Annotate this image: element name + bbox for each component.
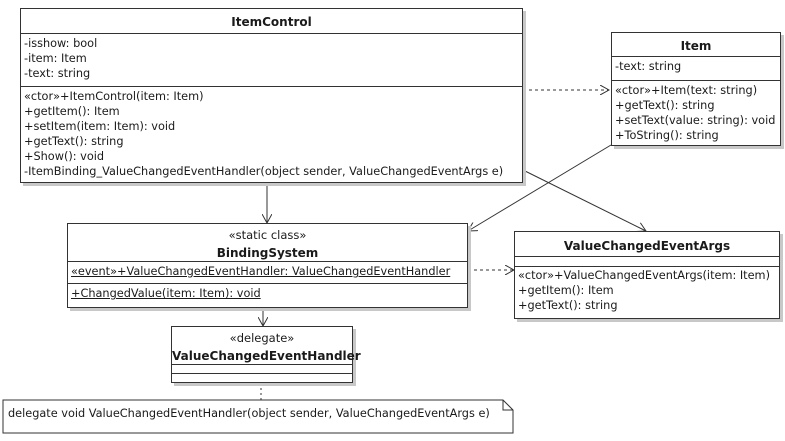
note-outline <box>2 399 514 434</box>
note-fold <box>502 400 513 411</box>
operation: +ToString(): string <box>615 129 719 142</box>
class-itemcontrol: ItemControl -isshow: bool -item: Item -t… <box>20 8 523 183</box>
class-bindingsystem: «static class» BindingSystem «event»+Val… <box>67 223 468 308</box>
operation: +setItem(item: Item): void <box>24 120 176 133</box>
association-itemcontrol-valuechangedeventargs <box>522 169 646 231</box>
attribute: «event»+ValueChangedEventHandler: ValueC… <box>71 265 451 278</box>
attribute: -item: Item <box>24 52 87 65</box>
class-bindingsystem-attributes: «event»+ValueChangedEventHandler: ValueC… <box>68 262 467 284</box>
attribute: -isshow: bool <box>24 37 98 50</box>
operation: +getText(): string <box>615 99 715 112</box>
class-valuechangedeventhandler: «delegate» ValueChangedEventHandler <box>171 326 361 383</box>
class-valuechangedeventargs-header: ValueChangedEventArgs <box>515 232 779 257</box>
class-itemcontrol-operations: «ctor»+ItemControl(item: Item) +getItem(… <box>21 87 522 181</box>
class-valuechangedeventhandler-header: «delegate» ValueChangedEventHandler <box>172 327 361 365</box>
operation: «ctor»+Item(text: string) <box>615 84 758 97</box>
association-item-bindingsystem <box>468 144 612 231</box>
class-item-header: Item <box>612 33 780 57</box>
class-item-attributes: -text: string <box>612 57 780 81</box>
class-valuechangedeventargs-name: ValueChangedEventArgs <box>563 239 731 253</box>
class-bindingsystem-operations: +ChangedValue(item: Item): void <box>68 284 467 303</box>
operation: +getItem(): Item <box>518 284 614 297</box>
operation: +getText(): string <box>24 135 124 148</box>
class-valuechangedeventargs-operations: «ctor»+ValueChangedEventArgs(item: Item)… <box>515 267 779 315</box>
class-itemcontrol-header: ItemControl <box>21 9 522 34</box>
note: delegate void ValueChangedEventHandler(o… <box>3 400 513 432</box>
operation: +ChangedValue(item: Item): void <box>71 287 261 300</box>
class-item-operations: «ctor»+Item(text: string) +getText(): st… <box>612 81 780 145</box>
class-valuechangedeventhandler-attributes <box>172 365 352 374</box>
attribute: -text: string <box>24 67 91 80</box>
operation: +getItem(): Item <box>24 105 120 118</box>
class-valuechangedeventhandler-operations <box>172 374 352 382</box>
class-valuechangedeventargs: ValueChangedEventArgs «ctor»+ValueChange… <box>514 231 780 319</box>
operation: +getText(): string <box>518 299 618 312</box>
operation: «ctor»+ItemControl(item: Item) <box>24 90 204 103</box>
class-itemcontrol-name: ItemControl <box>231 15 312 29</box>
class-bindingsystem-stereotype: «static class» <box>228 228 307 242</box>
class-valuechangedeventhandler-name: ValueChangedEventHandler <box>172 349 361 363</box>
class-valuechangedeventhandler-stereotype: «delegate» <box>229 331 295 345</box>
operation: +setText(value: string): void <box>615 114 776 127</box>
note-text: delegate void ValueChangedEventHandler(o… <box>8 407 490 420</box>
class-bindingsystem-header: «static class» BindingSystem <box>68 224 467 262</box>
operation: +Show(): void <box>24 150 105 163</box>
class-bindingsystem-name: BindingSystem <box>216 246 319 260</box>
class-valuechangedeventargs-attributes <box>515 257 779 267</box>
class-itemcontrol-attributes: -isshow: bool -item: Item -text: string <box>21 34 522 87</box>
attribute: -text: string <box>615 60 682 73</box>
class-item: Item -text: string «ctor»+Item(text: str… <box>611 32 781 146</box>
operation: «ctor»+ValueChangedEventArgs(item: Item) <box>518 269 770 282</box>
class-item-name: Item <box>680 39 712 53</box>
operation: -ItemBinding_ValueChangedEventHandler(ob… <box>24 165 504 178</box>
